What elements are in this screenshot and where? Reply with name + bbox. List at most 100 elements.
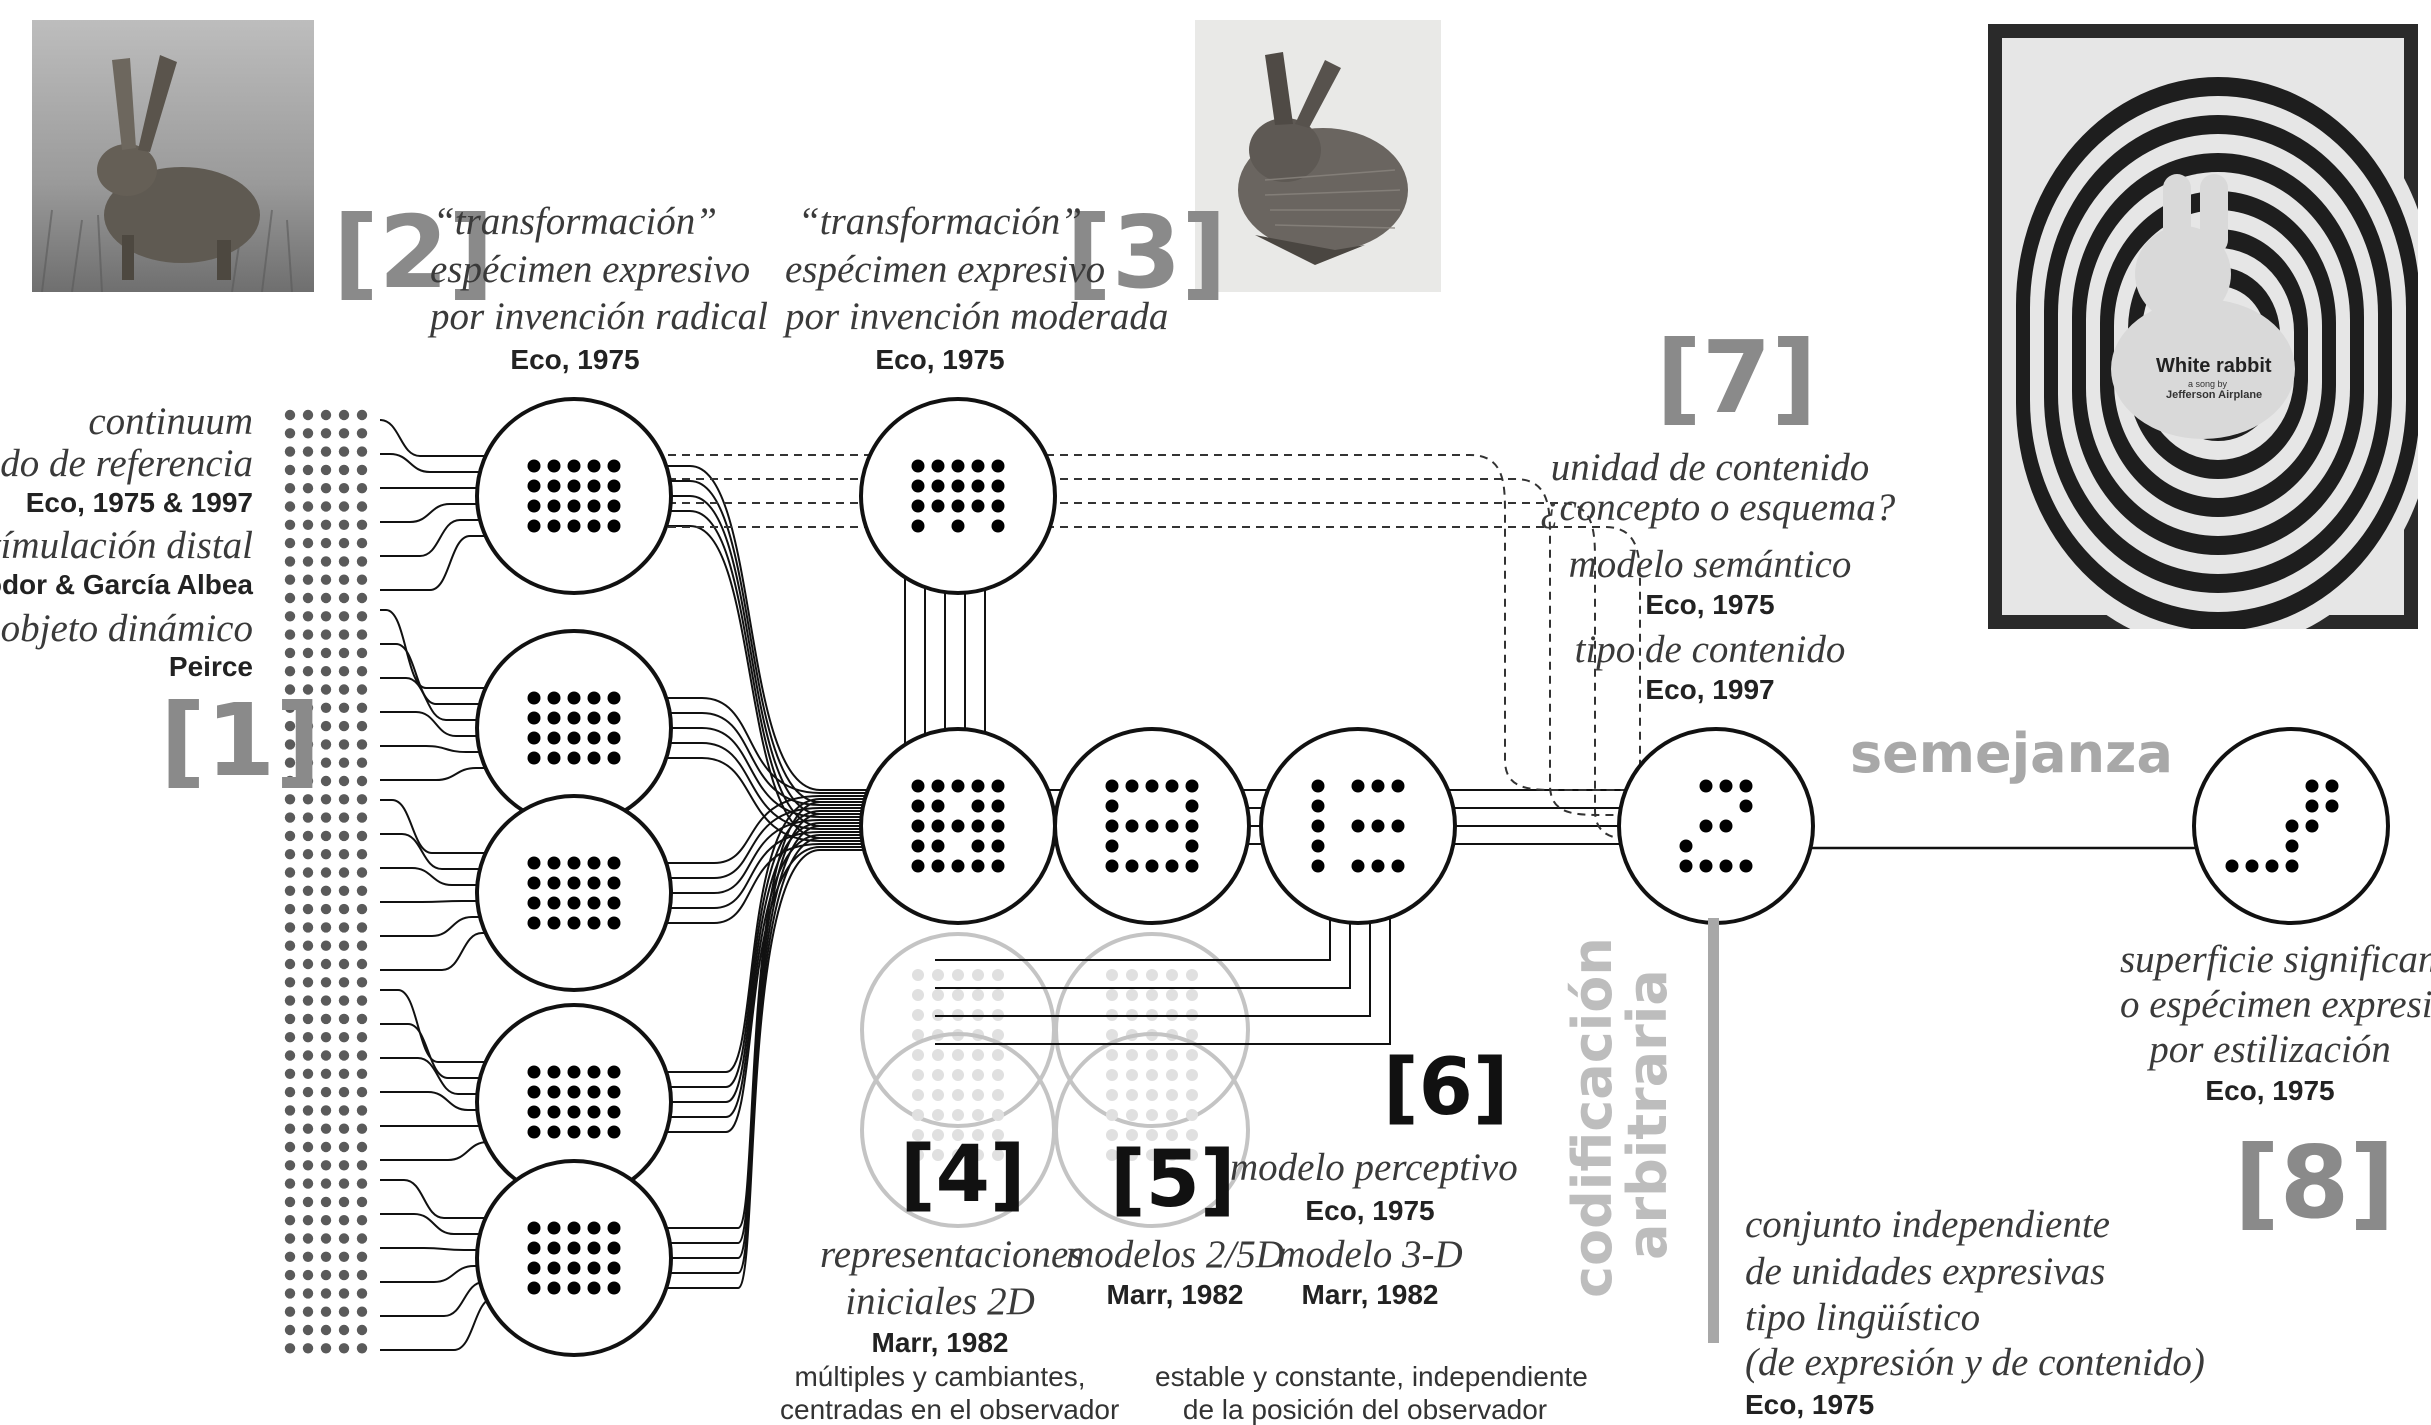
source-dot bbox=[284, 720, 296, 732]
t8-line1: superficie significante bbox=[2120, 938, 2431, 981]
source-dot bbox=[320, 739, 332, 750]
node-dot bbox=[1739, 859, 1753, 873]
wire bbox=[380, 1247, 524, 1251]
source-dot bbox=[356, 446, 368, 457]
node-dot bbox=[587, 916, 601, 930]
node-dot bbox=[911, 479, 925, 493]
node-dot bbox=[527, 1085, 541, 1099]
faded-dot bbox=[912, 1029, 924, 1041]
source-dot bbox=[320, 958, 332, 970]
wire bbox=[380, 767, 524, 781]
faded-dot bbox=[1186, 1049, 1198, 1061]
node-dot bbox=[951, 859, 965, 873]
source-dot bbox=[284, 812, 296, 823]
source-dot bbox=[302, 501, 314, 512]
node-dot bbox=[911, 839, 925, 853]
node-dot bbox=[2305, 799, 2319, 813]
node-dot bbox=[587, 1125, 601, 1139]
node-dot bbox=[1391, 779, 1405, 793]
source-dot bbox=[302, 1141, 314, 1153]
source-dot bbox=[338, 1178, 350, 1189]
node-dot bbox=[1719, 779, 1733, 793]
node-dot bbox=[607, 711, 621, 725]
label-8: [8] bbox=[2234, 1124, 2395, 1241]
faded-dot bbox=[912, 1109, 924, 1121]
node-dot bbox=[547, 499, 561, 513]
node-circle bbox=[475, 1159, 673, 1357]
node-dot bbox=[951, 779, 965, 793]
node-dot bbox=[567, 1105, 581, 1119]
source-dot bbox=[302, 592, 314, 604]
node-dot bbox=[911, 519, 925, 533]
node-dot bbox=[567, 1261, 581, 1275]
source-dot bbox=[302, 1178, 314, 1189]
source-dot bbox=[338, 849, 350, 860]
node-dot bbox=[567, 519, 581, 533]
source-dot bbox=[338, 812, 350, 823]
node-dot bbox=[607, 896, 621, 910]
source-dot bbox=[302, 1251, 314, 1263]
t7-line2: ¿concepto o esquema? bbox=[1540, 486, 1896, 529]
wire bbox=[380, 916, 524, 937]
node-dot bbox=[971, 839, 985, 853]
source-dot bbox=[284, 1105, 296, 1116]
source-dot bbox=[356, 666, 368, 677]
node-dot bbox=[587, 1261, 601, 1275]
source-dot bbox=[320, 830, 332, 842]
source-dot bbox=[284, 757, 296, 768]
codificacion-label-2: arbitraria bbox=[1616, 969, 1679, 1260]
source-dot bbox=[284, 1178, 296, 1189]
node-dot bbox=[567, 479, 581, 493]
source-dot bbox=[320, 775, 332, 787]
source-dot bbox=[356, 483, 368, 494]
wire bbox=[624, 834, 900, 1118]
source-dot bbox=[320, 1050, 332, 1061]
node-dot bbox=[567, 876, 581, 890]
source-dot bbox=[338, 1196, 350, 1208]
source-dot bbox=[302, 1324, 314, 1336]
source-dot bbox=[356, 867, 368, 878]
wire bbox=[380, 711, 524, 737]
faded-dot bbox=[1166, 1109, 1178, 1121]
node-dot bbox=[911, 779, 925, 793]
faded-dot bbox=[972, 1049, 984, 1061]
source-dot bbox=[356, 1178, 368, 1189]
node-dot bbox=[1145, 779, 1159, 793]
source-dot bbox=[302, 995, 314, 1006]
node-dot bbox=[1679, 859, 1693, 873]
source-dot bbox=[284, 483, 296, 494]
node-dot bbox=[2285, 859, 2299, 873]
wire bbox=[380, 900, 524, 903]
wire bbox=[380, 1057, 524, 1095]
faded-dot bbox=[932, 1129, 944, 1141]
node-dot bbox=[1185, 819, 1199, 833]
faded-circle bbox=[1054, 1032, 1250, 1228]
node-dot bbox=[991, 479, 1005, 493]
t7-line3: modelo semántico bbox=[1568, 543, 1852, 586]
source-dot bbox=[284, 940, 296, 951]
source-dot bbox=[338, 1269, 350, 1281]
source-dot bbox=[320, 1013, 332, 1025]
source-dot bbox=[320, 977, 332, 988]
source-dot bbox=[338, 1215, 350, 1226]
source-dot bbox=[320, 556, 332, 567]
source-dot bbox=[302, 1269, 314, 1281]
node-dot bbox=[587, 479, 601, 493]
node-dot bbox=[1125, 819, 1139, 833]
source-dot bbox=[284, 903, 296, 915]
source-dot bbox=[338, 1032, 350, 1043]
source-dot bbox=[320, 995, 332, 1006]
faded-dot bbox=[1186, 1069, 1198, 1081]
t4-ref: Marr, 1982 bbox=[871, 1327, 1009, 1358]
wire bbox=[624, 495, 900, 815]
node-dot bbox=[1351, 779, 1365, 793]
node-dot bbox=[587, 751, 601, 765]
wire bbox=[380, 799, 524, 854]
node-dot bbox=[1185, 779, 1199, 793]
faded-dot bbox=[1166, 1129, 1178, 1141]
source-dot bbox=[338, 885, 350, 896]
source-dot bbox=[302, 519, 314, 530]
source-dot bbox=[320, 1343, 332, 1354]
node-dot bbox=[607, 876, 621, 890]
node-circle bbox=[475, 397, 673, 595]
